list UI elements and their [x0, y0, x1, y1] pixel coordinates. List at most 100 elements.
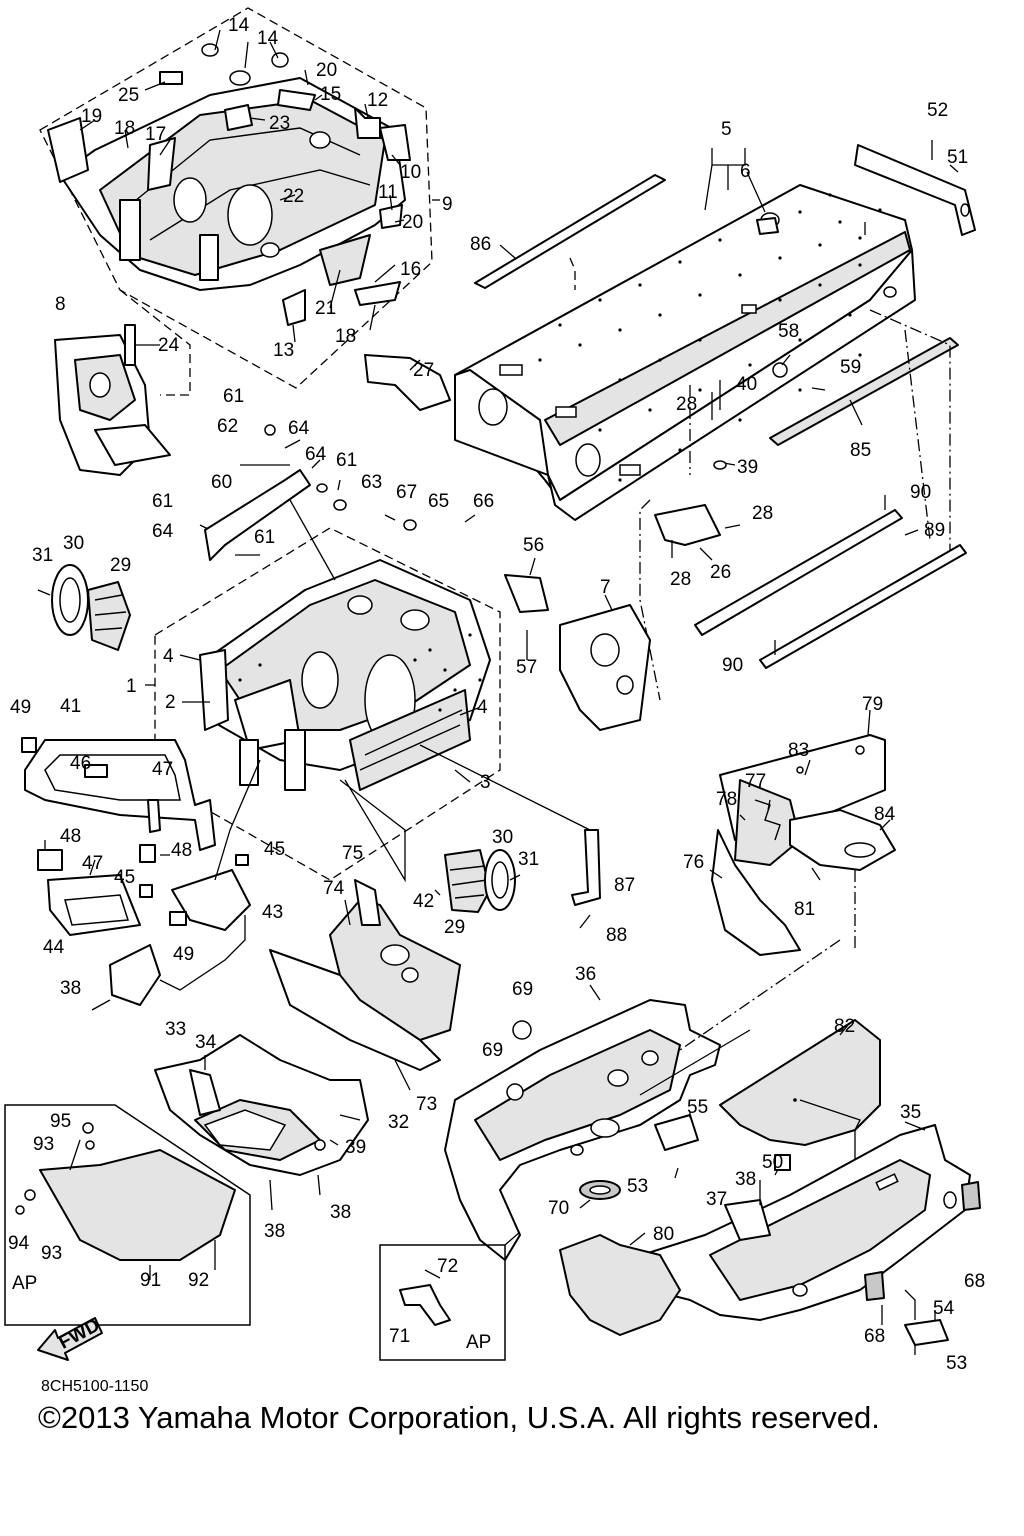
- callout: 65: [428, 491, 449, 512]
- bracket-parts-43-44-33: [47, 759, 261, 1011]
- tunnel-rivet-dots: [538, 193, 882, 482]
- callout: 73: [416, 1094, 437, 1115]
- callout: 64: [288, 418, 310, 439]
- callout: 19: [81, 106, 102, 127]
- bumper-part-41: [21, 737, 216, 876]
- callout: 38: [330, 1202, 351, 1223]
- callout: 17: [145, 124, 166, 145]
- callout: 34: [195, 1032, 217, 1053]
- callout: 20: [402, 212, 423, 233]
- lower-shroud-32: [154, 1034, 369, 1211]
- boot-parts-29-30-31: [37, 564, 131, 651]
- callout: 81: [794, 899, 815, 920]
- callout: 20: [316, 60, 337, 81]
- fwd-label: FWD: [55, 1315, 103, 1354]
- strip-part-86: [474, 174, 666, 289]
- callout: 78: [716, 789, 737, 810]
- callout: 30: [63, 533, 84, 554]
- callout: 68: [864, 1326, 885, 1347]
- callout: 21: [315, 298, 336, 319]
- callout: 61: [152, 491, 173, 512]
- callout: 36: [575, 964, 596, 985]
- callout: 18: [114, 118, 135, 139]
- callout: 28: [752, 503, 773, 524]
- ap-label: AP: [466, 1332, 491, 1353]
- callout: 49: [10, 697, 31, 718]
- callout: 85: [850, 440, 871, 461]
- copyright-notice: ©2013 Yamaha Motor Corporation, U.S.A. A…: [38, 1400, 880, 1435]
- callout: 57: [516, 657, 537, 678]
- fasteners-tunnel: [711, 354, 826, 470]
- bracket-parts-56-7: [504, 557, 651, 731]
- callout: 42: [413, 891, 434, 912]
- callout: 64: [152, 521, 174, 542]
- callout: 6: [740, 161, 751, 182]
- callout: 70: [548, 1198, 569, 1219]
- callout: 91: [140, 1270, 161, 1291]
- diagram-part-number: 8CH5100-1150: [41, 1378, 149, 1395]
- callout: 45: [264, 839, 285, 860]
- bracket-part-87: [419, 744, 601, 929]
- callout: 16: [400, 259, 421, 280]
- callout: 47: [82, 853, 103, 874]
- callout: 61: [254, 527, 275, 548]
- callout: 61: [223, 386, 244, 407]
- callout: 54: [933, 1298, 955, 1319]
- bracket-part-27: [364, 354, 451, 411]
- callout: 14: [257, 28, 279, 49]
- callout: 93: [33, 1134, 54, 1155]
- callout: 3: [480, 772, 491, 793]
- callout: 84: [874, 804, 896, 825]
- callout: 90: [722, 655, 743, 676]
- callout: 11: [378, 182, 398, 203]
- callout: 53: [627, 1176, 648, 1197]
- callout: 94: [8, 1233, 30, 1254]
- callout: 64: [305, 444, 327, 465]
- strip-part-85: [769, 309, 959, 555]
- callout: 38: [264, 1221, 285, 1242]
- callout: 37: [706, 1189, 727, 1210]
- callout: 10: [400, 162, 421, 183]
- callout: 87: [614, 875, 635, 896]
- callout: 25: [118, 85, 139, 106]
- callout: 41: [60, 696, 81, 717]
- callout: 32: [388, 1112, 409, 1133]
- callout: 7: [600, 577, 611, 598]
- callout: 61: [336, 450, 357, 471]
- callout: 48: [60, 826, 81, 847]
- callout: 62: [217, 416, 238, 437]
- callout: 12: [367, 90, 388, 111]
- callout: 75: [342, 843, 363, 864]
- callout: 69: [512, 979, 533, 1000]
- callout: 59: [840, 357, 861, 378]
- callout: 43: [262, 902, 283, 923]
- ap-box-center: [379, 1231, 521, 1361]
- hood-bottom-36: [444, 984, 721, 1261]
- callout: 58: [778, 321, 799, 342]
- callout: 86: [470, 234, 491, 255]
- callout: 53: [946, 1353, 967, 1374]
- callout: 67: [396, 482, 417, 503]
- callout: 14: [228, 15, 250, 36]
- callout: 72: [437, 1256, 458, 1277]
- callout: 30: [492, 827, 513, 848]
- callout: 51: [947, 147, 968, 168]
- callout: 44: [43, 937, 65, 958]
- callout: 38: [60, 978, 81, 999]
- callout: 27: [413, 360, 434, 381]
- callout: 4: [477, 697, 488, 718]
- callout: 56: [523, 535, 544, 556]
- callout: 55: [687, 1097, 708, 1118]
- callout: 71: [389, 1326, 410, 1347]
- fwd-arrow: FWD: [37, 1315, 103, 1361]
- callout: 15: [320, 84, 341, 105]
- callout: 23: [269, 113, 290, 134]
- callout: 4: [163, 646, 174, 667]
- callout: 50: [762, 1152, 783, 1173]
- callout: 82: [834, 1016, 855, 1037]
- callout: 31: [518, 849, 539, 870]
- callout: 47: [152, 759, 173, 780]
- callout: 74: [323, 878, 345, 899]
- boot-parts-right: [339, 779, 521, 913]
